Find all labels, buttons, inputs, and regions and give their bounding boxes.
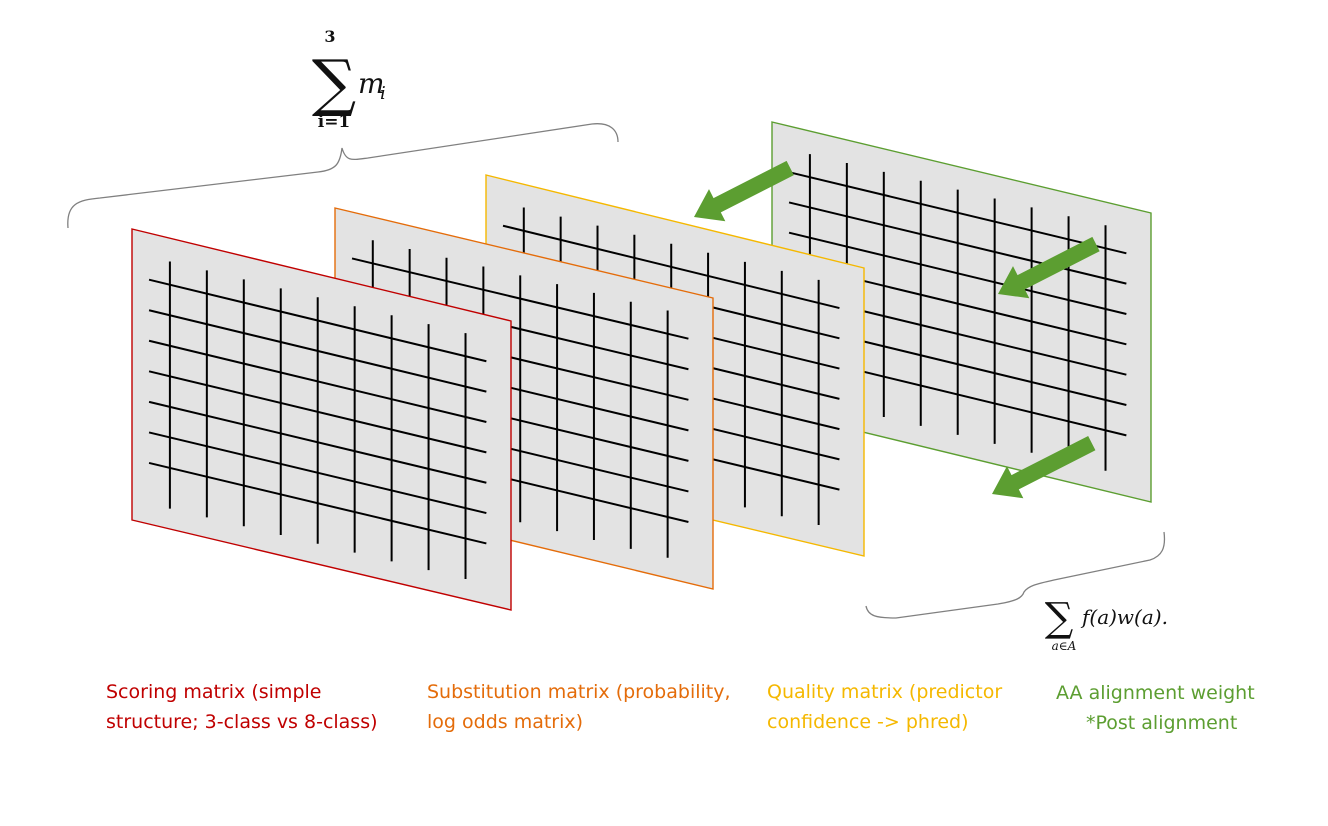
substitution-grid-row [351,257,689,340]
bottom-brace [865,531,1166,619]
arrow-left-down-icon [694,160,794,222]
weight-arrows [694,160,1100,499]
formula-sum-m: 3 ∑ i=1 m i [312,27,386,132]
scoring-grid-row [148,309,487,393]
label-scoring-line1: Scoring matrix (simple [106,681,322,703]
scoring-grid-row [148,278,487,363]
scoring-grid-row [148,431,487,515]
label-scoring-line2: structure; 3-class vs 8-class) [106,711,378,733]
label-aa-line1: AA alignment weight [1056,682,1255,704]
formula-sum-m-sigma: ∑ [312,46,356,119]
label-aa-line2: *Post alignment [1086,712,1238,734]
label-quality-line1: Quality matrix (predictor [767,681,1003,703]
formula-sum-m-term: m [358,67,385,100]
label-aa-alignment-weight: AA alignment weight *Post alignment [1056,678,1255,738]
formula-sum-m-upper: 3 [324,27,335,46]
arrow-left-down-icon [998,236,1100,299]
panel-scoring-matrix [131,228,512,611]
weight-grid-row [788,201,1127,285]
label-substitution-matrix: Substitution matrix (probability, log od… [427,677,731,737]
scoring-grid-row [148,461,487,545]
label-scoring-matrix: Scoring matrix (simple structure; 3-clas… [106,677,378,737]
label-quality-line2: confidence -> phred) [767,711,969,733]
scoring-sheet [131,228,512,611]
label-substitution-line1: Substitution matrix (probability, [427,681,731,703]
arrow-left-down-icon [992,436,1096,499]
formula-sum-m-term-sub: i [380,83,386,104]
scoring-grid-row [148,400,487,484]
formula-sum-fw-sigma: ∑ [1045,595,1074,641]
label-quality-matrix: Quality matrix (predictor confidence -> … [767,677,1002,737]
quality-grid-row [502,224,840,310]
formula-sum-fw-lower: a∈A [1052,639,1077,653]
weight-grid-row [788,171,1127,255]
label-substitution-line2: log odds matrix) [427,711,584,733]
scoring-grid-row [148,339,487,423]
formula-sum-m-lower: i=1 [318,112,351,132]
scoring-grid-row [148,370,487,454]
formula-sum-fw: ∑ a∈A f(a)w(a). [1045,595,1168,653]
formula-sum-fw-term: f(a)w(a). [1080,605,1168,629]
weight-grid-row [788,231,1127,315]
top-brace [67,123,619,229]
